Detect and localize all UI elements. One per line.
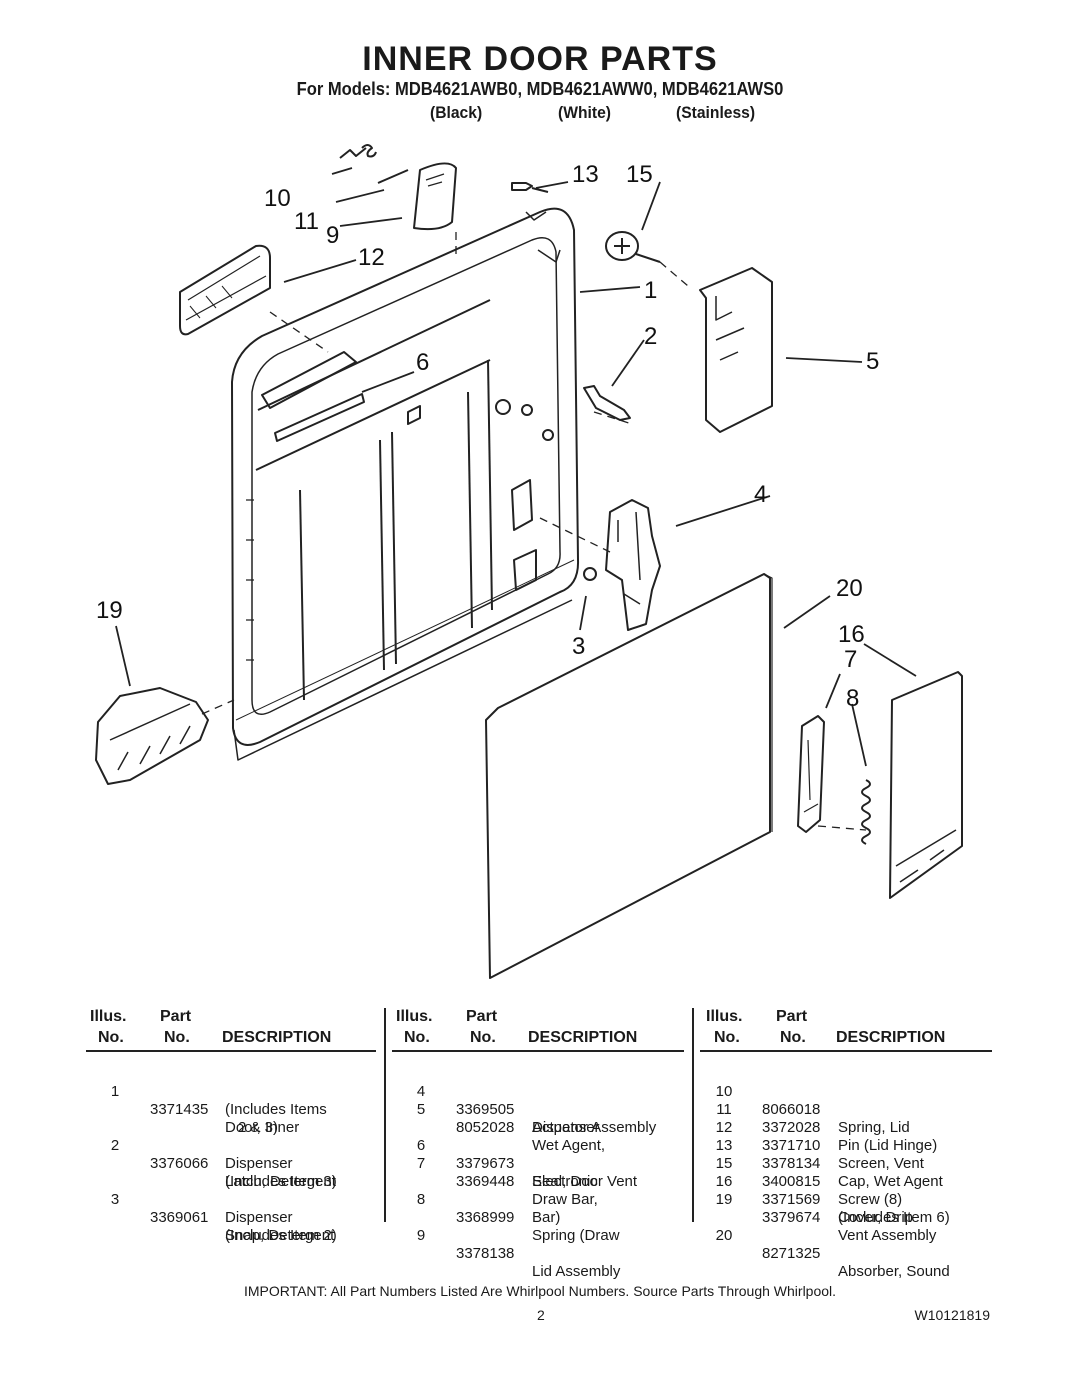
table-row: 20 8271325 Absorber, Sound [715, 1227, 950, 1280]
header-no2: No. [164, 1029, 190, 1046]
header-part: Part [776, 1008, 808, 1025]
table-row-cont: (Includes Item 3) [225, 1173, 337, 1190]
models-line: For Models: MDB4621AWB0, MDB4621AWW0, MD… [296, 79, 784, 99]
callout-4: 4 [754, 481, 767, 508]
header-part: Part [466, 1008, 498, 1025]
table-row-cont: Bar) [532, 1209, 561, 1226]
table-row: 7 3369448 Draw Bar, [416, 1155, 598, 1208]
draw-bar-part [797, 715, 825, 833]
header-description: DESCRIPTION [836, 1029, 946, 1046]
exploded-parts-diagram: 10 11 9 12 13 15 1 2 5 6 4 20 19 16 3 7 … [95, 144, 963, 979]
table-row-cont: (Includes Items [225, 1101, 327, 1118]
header-no2: No. [780, 1029, 806, 1046]
table-row-cont: (Includes Item 6) [838, 1209, 950, 1226]
wet-agent-cap-part [605, 231, 639, 261]
table-row: 6 3379673 Seal, Door Vent [416, 1137, 638, 1190]
table-row-cont: (Includes Item 2) [225, 1227, 337, 1244]
header-no2: No. [470, 1029, 496, 1046]
header-illus: Illus. [90, 1008, 127, 1025]
wet-agent-dispenser-part [699, 267, 773, 433]
header-illus: Illus. [396, 1008, 433, 1025]
screw-part [511, 182, 549, 193]
column-divider [384, 1008, 386, 1222]
latch-part [583, 385, 631, 421]
inner-door-part [231, 207, 580, 761]
table-row: 13 3378134 Cap, Wet Agent [715, 1137, 943, 1190]
page-title: INNER DOOR PARTS [362, 40, 718, 78]
callout-13: 15 [626, 161, 653, 188]
header-rule [86, 1050, 376, 1052]
header-illus: Illus. [706, 1008, 743, 1025]
header-no: No. [98, 1029, 124, 1046]
vent-assembly-part [95, 687, 209, 785]
callout-20: 20 [836, 575, 863, 602]
lid-spring-part [339, 144, 377, 159]
callout-7: 7 [844, 646, 857, 673]
table-row: 10 8066018 Spring, Lid [715, 1083, 910, 1136]
table-row-cont: 2 & 3) [238, 1119, 279, 1136]
color-white: (White) [558, 103, 611, 122]
callout-8: 8 [846, 685, 859, 712]
callout-2: 2 [644, 323, 657, 350]
page-number: 2 [537, 1307, 545, 1323]
spring-part [861, 779, 871, 845]
header-description: DESCRIPTION [528, 1029, 638, 1046]
snap-part [583, 567, 597, 581]
callout-11: 11 [294, 208, 319, 235]
header-rule [700, 1050, 992, 1052]
table-row: 16 3371569 Cover, Drip [715, 1173, 914, 1226]
callout-15: 13 [572, 161, 599, 188]
callout-6: 6 [416, 349, 429, 376]
important-note: IMPORTANT: All Part Numbers Listed Are W… [243, 1283, 837, 1299]
header-rule [392, 1050, 684, 1052]
table-row: 12 3371710 Screen, Vent [715, 1119, 924, 1172]
callout-19: 19 [96, 597, 123, 624]
header-description: DESCRIPTION [222, 1029, 332, 1046]
table-row-cont: Dispenser [225, 1155, 293, 1172]
sound-absorber-part [485, 573, 771, 979]
header-no: No. [714, 1029, 740, 1046]
callout-3: 3 [572, 633, 585, 660]
header-no: No. [404, 1029, 430, 1046]
header-part: Part [160, 1008, 192, 1025]
table-row: 4 3369505 Actuator Assembly [416, 1083, 657, 1136]
callout-10: 10 [264, 185, 291, 212]
table-row: 9 3378138 Lid Assembly [416, 1227, 621, 1280]
table-row: 15 3400815 Screw (8) [715, 1155, 903, 1208]
table-row: 5 8052028 Wet Agent, [416, 1101, 606, 1154]
actuator-assembly-part [605, 499, 661, 631]
table-row: 11 3372028 Pin (Lid Hinge) [716, 1101, 938, 1154]
table-row-cont: Dispenser [532, 1119, 600, 1136]
drip-cover-part [889, 671, 963, 899]
callout-1: 1 [644, 277, 657, 304]
lid-pin-part [377, 169, 409, 184]
table-row: 1 3371435 Door, Inner [110, 1083, 300, 1136]
table-row: 8 3368999 Spring (Draw [416, 1191, 620, 1244]
table-row: 19 3379674 Vent Assembly [715, 1191, 937, 1244]
vent-screen-part [179, 244, 271, 336]
callout-12: 12 [358, 244, 385, 271]
color-black: (Black) [430, 103, 483, 122]
table-row: 3 3369061 Snap, Detergent [110, 1191, 335, 1244]
color-stainless: (Stainless) [676, 103, 756, 122]
document-number: W10121819 [914, 1307, 990, 1323]
table-row-cont: Electronic [532, 1173, 598, 1190]
column-divider [692, 1008, 694, 1222]
lid-assembly-part [413, 162, 457, 231]
callout-16: 16 [838, 621, 865, 648]
table-row-cont: Dispenser [225, 1209, 293, 1226]
callout-5: 5 [866, 348, 879, 375]
table-row: 2 3376066 Latch, Detergent [110, 1137, 336, 1190]
callout-9: 9 [326, 222, 339, 249]
